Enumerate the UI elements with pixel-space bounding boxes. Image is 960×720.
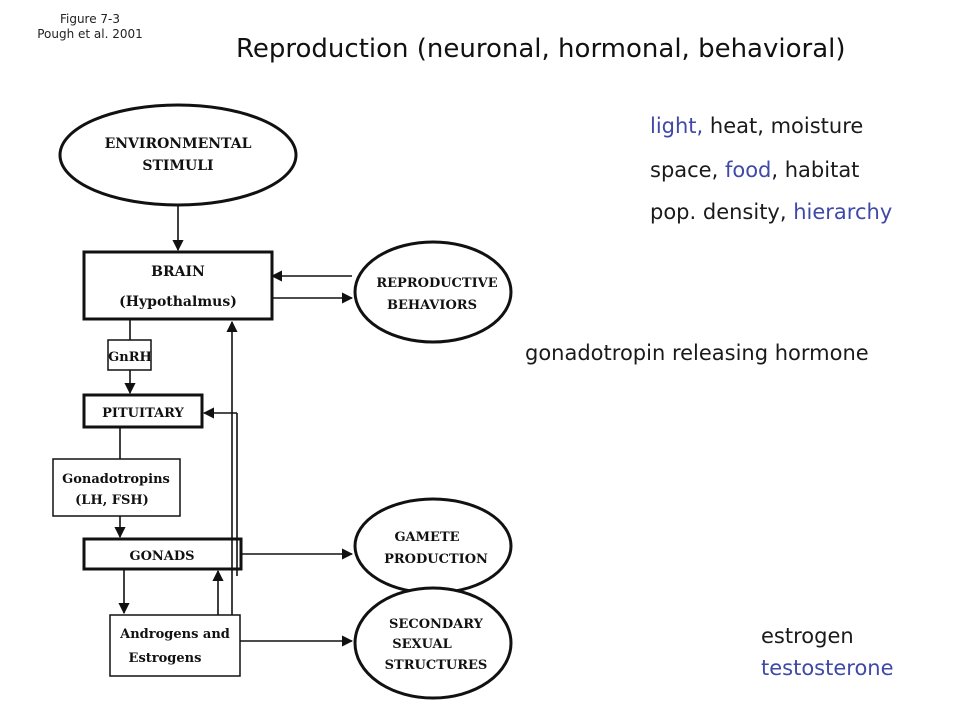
hormone-testosterone: testosterone <box>761 656 894 680</box>
gonadotropins-line2: (LH, FSH) <box>75 493 149 508</box>
environmental-stimuli-line1: ENVIRONMENTAL <box>105 136 252 152</box>
brain-node: BRAIN (Hypothalmus) <box>82 250 274 321</box>
reproductive-behaviors-line1: REPRODUCTIVE <box>376 276 497 291</box>
secondary-sexual-structures-line3: STRUCTURES <box>385 658 488 673</box>
pituitary-label: PITUITARY <box>102 406 184 421</box>
gonads-node: GONADS <box>82 537 243 571</box>
gonads-label: GONADS <box>129 549 194 564</box>
note-density: pop. density, <box>650 200 794 224</box>
androgens-estrogens-line1: Androgens and <box>119 627 230 642</box>
gnrh-definition: gonadotropin releasing hormone <box>525 341 869 365</box>
secondary-sexual-structures-line2: SEXUAL <box>392 637 452 652</box>
note-light: light, <box>650 114 704 138</box>
brain-line1: BRAIN <box>151 264 205 280</box>
stimuli-note-row1: light, heat, moisture <box>650 114 863 138</box>
note-space: space, <box>650 158 725 182</box>
page-title: Reproduction (neuronal, hormonal, behavi… <box>236 34 846 64</box>
stimuli-note-row2: space, food, habitat <box>650 158 859 182</box>
note-hierarchy: hierarchy <box>793 200 893 224</box>
stimuli-note-row3: pop. density, hierarchy <box>650 200 892 224</box>
note-heat-moisture: heat, moisture <box>703 114 864 138</box>
androgens-estrogens-node: Androgens and Estrogens <box>109 614 241 677</box>
flowchart-arrows <box>114 206 354 647</box>
hormone-estrogen: estrogen <box>761 624 854 648</box>
pituitary-node: PITUITARY <box>82 393 204 429</box>
reproductive-behaviors-line2: BEHAVIORS <box>387 298 477 313</box>
gnrh-node: GnRH <box>107 339 152 371</box>
androgens-estrogens-line2: Estrogens <box>129 651 202 666</box>
gamete-production-line2: PRODUCTION <box>384 552 488 567</box>
gamete-production-line1: GAMETE <box>394 530 459 545</box>
gonadotropins-node: Gonadotropins (LH, FSH) <box>52 458 181 517</box>
gonadotropins-line1: Gonadotropins <box>62 472 170 487</box>
figure-number: Figure 7-3 <box>59 12 121 26</box>
figure-source: Pough et al. 2001 <box>37 27 143 41</box>
environmental-stimuli-node: ENVIRONMENTAL STIMULI <box>58 103 298 207</box>
brain-line2: (Hypothalmus) <box>119 294 237 310</box>
gamete-production-node: GAMETE PRODUCTION <box>353 497 513 595</box>
secondary-sexual-structures-line1: SECONDARY <box>389 617 484 632</box>
secondary-sexual-structures-node: SECONDARY SEXUAL STRUCTURES <box>353 586 513 700</box>
figure-caption: Figure 7-3 Pough et al. 2001 <box>30 12 150 42</box>
note-food: food <box>724 158 772 182</box>
reproductive-behaviors-node: REPRODUCTIVE BEHAVIORS <box>353 240 513 344</box>
environmental-stimuli-line2: STIMULI <box>142 158 213 174</box>
note-habitat: , habitat <box>771 158 860 182</box>
gnrh-label: GnRH <box>108 350 152 365</box>
